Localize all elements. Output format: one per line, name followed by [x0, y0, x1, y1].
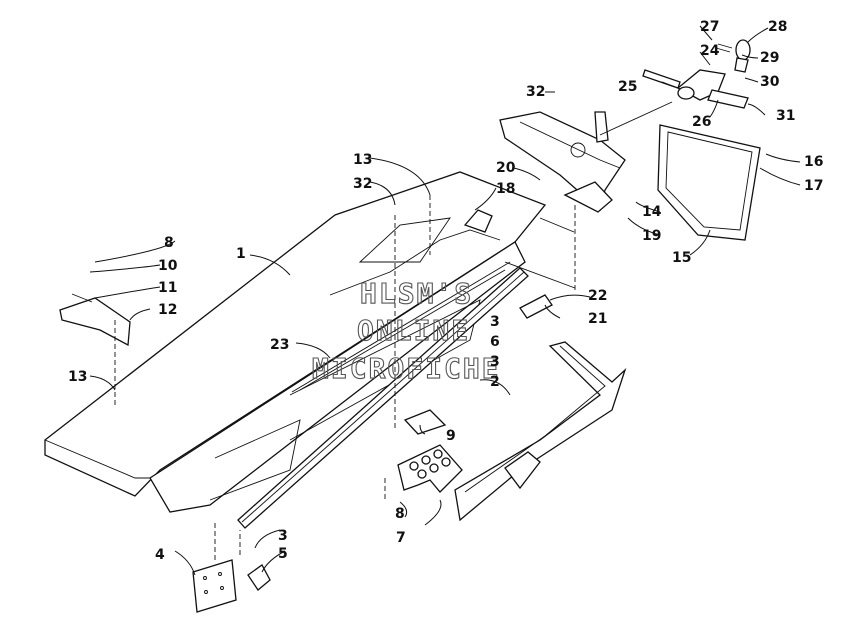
callout-17: 17 [804, 178, 823, 194]
callout-32-a: 32 [526, 84, 545, 100]
callout-13-b: 13 [353, 152, 372, 168]
callout-20: 20 [496, 160, 516, 176]
callout-5: 5 [278, 546, 288, 562]
callout-16: 16 [804, 154, 823, 170]
callout-8-b: 8 [395, 506, 405, 522]
bracket-9-part [403, 409, 447, 435]
callout-11: 11 [158, 280, 177, 296]
callout-13-a: 13 [68, 369, 87, 385]
callout-8-a: 8 [164, 235, 174, 251]
watermark: HLSM'S ONLINE MICROFICHE [311, 276, 501, 385]
callout-3-a: 3 [490, 354, 500, 370]
callout-23: 23 [270, 337, 289, 353]
leader-lines [89, 25, 801, 576]
callout-9: 9 [446, 428, 456, 444]
callout-4: 4 [155, 547, 165, 563]
callout-32-b: 32 [353, 176, 372, 192]
tunnel-part [44, 171, 547, 513]
cover-18-part [463, 209, 493, 233]
callout-18: 18 [496, 181, 515, 197]
callout-22: 22 [588, 288, 607, 304]
bracket-19-part [563, 181, 613, 213]
watermark-line-2: ONLINE [357, 314, 470, 347]
callout-30: 30 [760, 74, 780, 90]
callout-3-b: 3 [278, 528, 288, 544]
callout-3-c: 3 [490, 314, 500, 330]
callout-19: 19 [642, 228, 661, 244]
callout-2: 2 [490, 374, 500, 390]
alignment-lines [114, 101, 673, 560]
watermark-line-1: HLSM'S [360, 277, 473, 310]
bumper-part [454, 341, 627, 522]
callout-29: 29 [760, 50, 779, 66]
plate-22-part [519, 294, 553, 319]
callout-24: 24 [700, 43, 720, 59]
rail-strip-part [237, 267, 529, 529]
callout-labels: 1 2 3 3 3 4 5 6 7 8 8 9 10 11 12 13 13 1… [68, 19, 823, 563]
callout-21: 21 [588, 311, 607, 327]
reflector-part [247, 564, 271, 591]
callout-25: 25 [618, 79, 637, 95]
callout-15: 15 [672, 250, 691, 266]
callout-31: 31 [776, 108, 795, 124]
hitch-pin-assembly [642, 39, 751, 109]
callout-1: 1 [236, 246, 246, 262]
callout-26: 26 [692, 114, 711, 130]
snow-flap-part [657, 124, 761, 241]
watermark-line-3: MICROFICHE [312, 352, 501, 385]
bracket-11-part [59, 293, 131, 347]
callout-6: 6 [490, 334, 500, 350]
callout-12: 12 [158, 302, 177, 318]
callout-10: 10 [158, 258, 178, 274]
callout-14: 14 [642, 204, 662, 220]
callout-7: 7 [396, 530, 406, 546]
step-plate-part [397, 444, 463, 493]
rear-plate-part [192, 559, 237, 613]
callout-28: 28 [768, 19, 787, 35]
callout-27: 27 [700, 19, 719, 35]
